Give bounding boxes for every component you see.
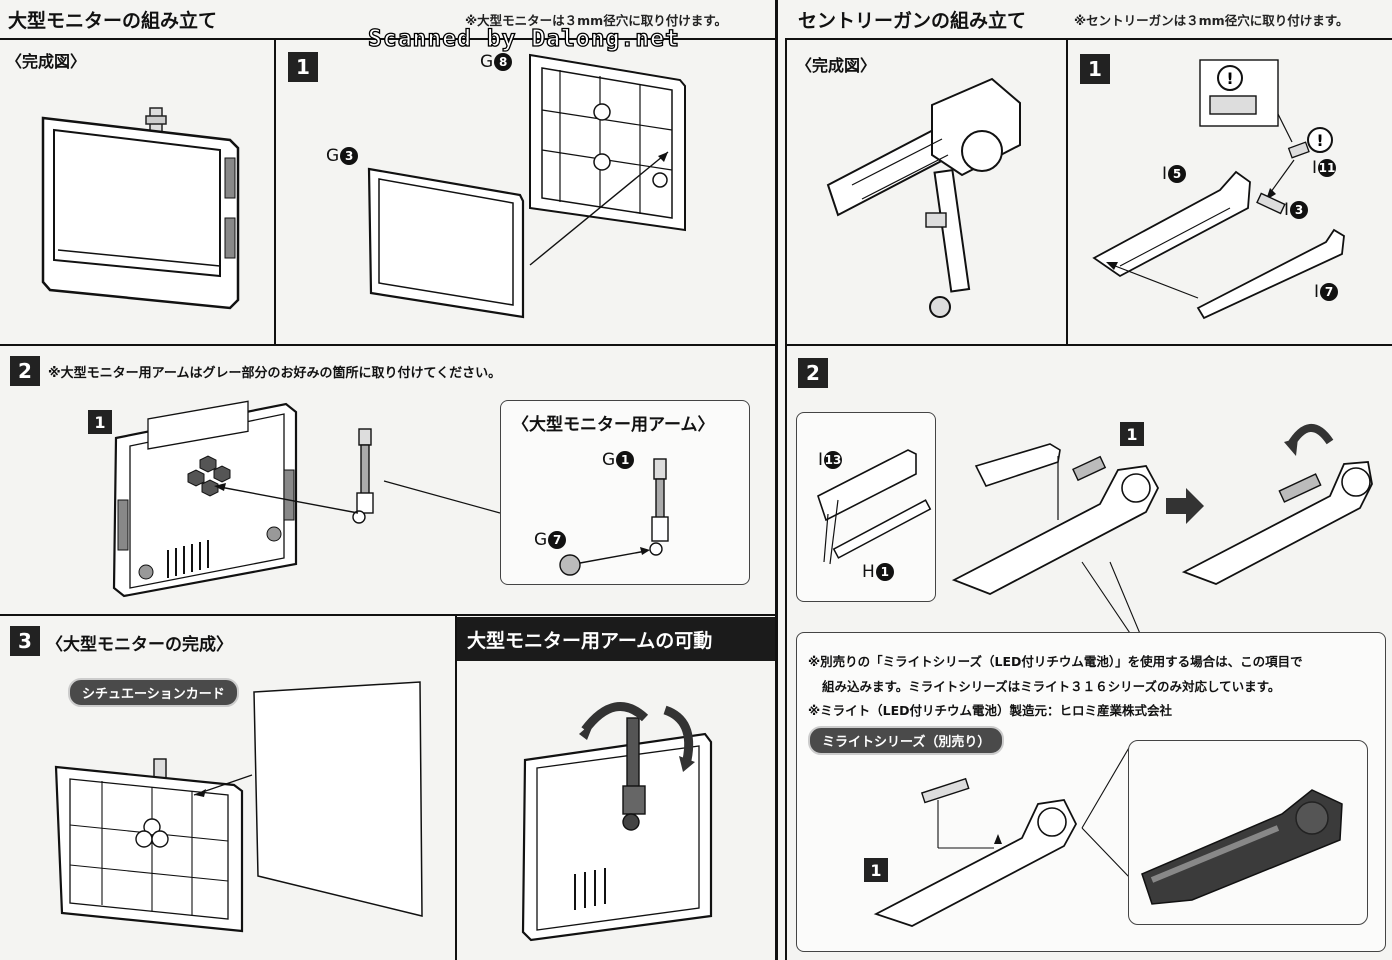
gun-parts-step1-illustration [1092, 170, 1345, 320]
monitor-front-frame-illustration [367, 167, 525, 319]
arm-piece-illustration [352, 428, 374, 524]
sentry-gun-complete-illustration [826, 77, 1021, 318]
part-letter: G [534, 530, 548, 550]
part-letter: I [1312, 158, 1318, 178]
part-letter: H [862, 562, 875, 582]
right-left-edge [785, 40, 787, 960]
right-complete-label: 〈完成図〉 [796, 56, 877, 75]
center-divider [775, 0, 778, 960]
left-section-note: ※大型モニターは３mm径穴に取り付けます。 [465, 13, 727, 28]
right-step-2-sub-marker: 1 [1120, 422, 1144, 446]
left-complete-label: 〈完成図〉 [6, 52, 87, 71]
arm-parts-illustration [559, 458, 669, 576]
part-letter: G [480, 52, 494, 72]
part-letter: I [1314, 282, 1320, 302]
part-letter: G [602, 450, 616, 470]
step-3-label: 〈大型モニターの完成〉 [46, 635, 233, 655]
movable-section-header: 大型モニター用アームの可動 [457, 617, 775, 661]
flow-arrow [1166, 488, 1204, 524]
monitor-back-illustration [112, 400, 298, 598]
step-2-note: ※大型モニター用アームはグレー部分のお好みの箇所に取り付けてください。 [48, 366, 502, 381]
arm-movable-illustration [521, 701, 713, 942]
battery-insert-illustration [873, 777, 1078, 927]
assembly-arrow-step1 [529, 151, 669, 266]
right-header-rule [785, 38, 1392, 40]
situation-card-illustration [253, 681, 423, 917]
part-number: 11 [1318, 159, 1337, 177]
caution-callout-illustration: ! ! [1199, 59, 1333, 200]
part-letter: G [326, 146, 340, 166]
part-number: 7 [548, 531, 567, 549]
step-2-marker: 2 [10, 356, 40, 386]
light-series-note-1: ※別売りの「ミライトシリーズ（LED付リチウム電池）」を使用する場合は、この項目… [808, 654, 1303, 669]
left-complete-divider [274, 40, 276, 345]
part-number: 8 [494, 53, 513, 71]
light-series-sub-marker: 1 [864, 858, 888, 882]
right-complete-divider [1066, 40, 1068, 345]
barrel-parts-illustration [817, 449, 932, 565]
left-header-rule [0, 38, 775, 40]
light-series-note-3: ※ミライト（LED付リチウム電池）製造元：ヒロミ産業株式会社 [808, 703, 1173, 718]
monitor-back-frame-illustration [529, 53, 686, 232]
light-photo-illustration [1141, 789, 1343, 905]
right-section-title: セントリーガンの組み立て [798, 10, 1027, 32]
part-letter: I [818, 450, 824, 470]
left-row1-rule [0, 344, 775, 346]
part-number: 3 [1290, 201, 1309, 219]
svg-text:!: ! [1316, 131, 1323, 150]
part-letter: I [1162, 164, 1168, 184]
left-section-title: 大型モニターの組み立て [8, 10, 218, 32]
light-series-pill: ミライトシリーズ（別売り） [808, 726, 1005, 755]
right-section-note: ※セントリーガンは３mm径穴に取り付けます。 [1074, 13, 1349, 28]
part-number: 1 [875, 563, 894, 581]
step-3-marker: 3 [10, 626, 40, 656]
right-step-1-marker: 1 [1080, 54, 1110, 84]
monitor-with-card-illustration [54, 758, 253, 933]
gun-assembly-step2-illustration [951, 443, 1160, 595]
light-series-note-2: 組み込みます。ミライトシリーズはミライト３１６シリーズのみ対応しています。 [822, 679, 1281, 694]
monitor-complete-illustration [41, 107, 240, 310]
part-number: 1 [616, 451, 635, 469]
part-number: 3 [340, 147, 359, 165]
part-number: 7 [1320, 283, 1339, 301]
right-row1-rule [785, 344, 1392, 346]
left-step3-divider [455, 616, 457, 960]
svg-text:!: ! [1226, 69, 1233, 88]
step-2-sub-marker: 1 [88, 410, 112, 434]
right-step-2-marker: 2 [798, 358, 828, 388]
part-number: 5 [1168, 165, 1187, 183]
scan-watermark: Scanned by Dalong.net [367, 25, 680, 52]
part-letter: I [1284, 200, 1290, 220]
step-1-marker: 1 [288, 52, 318, 82]
attach-arrows-step2 [214, 480, 501, 514]
gun-rotated-illustration [1181, 424, 1373, 585]
left-row2-rule [0, 614, 775, 616]
part-number: 13 [824, 451, 843, 469]
arm-detail-label: 〈大型モニター用アーム〉 [512, 415, 715, 435]
situation-card-pill: シチュエーションカード [68, 678, 239, 707]
photo-callout-lines [1081, 745, 1131, 879]
